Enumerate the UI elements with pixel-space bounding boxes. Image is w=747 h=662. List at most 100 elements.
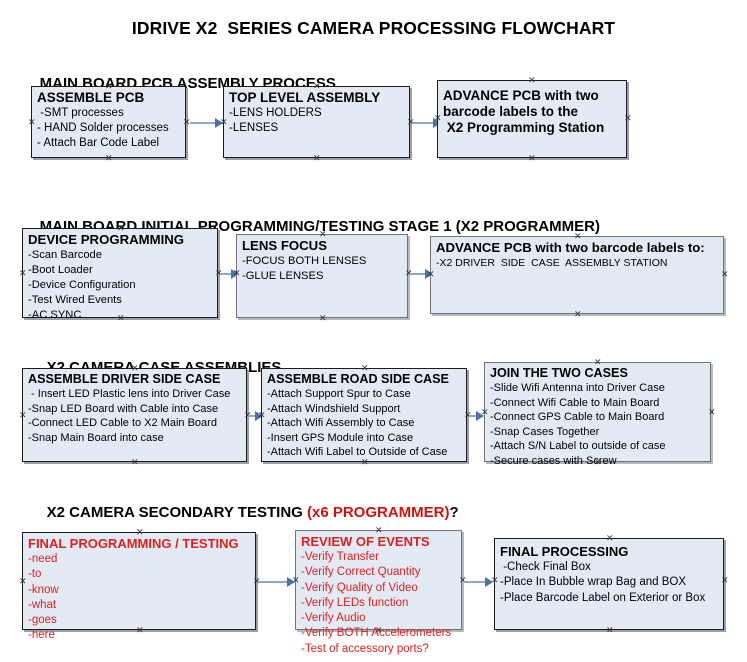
box-advance-pcb-driver-side[interactable]: ADVANCE PCB with two barcode labels to: … [430,236,724,314]
box-line: -Slide Wifi Antenna into Driver Case [490,382,665,394]
box-final-processing[interactable]: FINAL PROCESSING -Check Final Box -Place… [494,538,724,630]
box-line: -Place Barcode Label on Exterior or Box [500,591,706,604]
box-line-overflow: -Test of accessory ports? [301,642,429,655]
box-line: -X2 DRIVER SIDE CASE ASSEMBLY STATION [436,257,668,269]
box-advance-pcb-driver-side-content: ADVANCE PCB with two barcode labels to: … [436,240,721,271]
arrow-shaft [410,273,432,275]
box-line: -Attach Wifi Label to Outside of Case [267,446,448,458]
section-heading-4-text: X2 CAMERA SECONDARY TESTING [46,504,307,521]
box-device-programming[interactable]: DEVICE PROGRAMMING -Scan Barcode -Boot L… [22,228,218,321]
box-assemble-driver-side-case-content: ASSEMBLE DRIVER SIDE CASE - Insert LED P… [28,372,244,445]
box-title: FINAL PROGRAMMING / TESTING [28,536,239,551]
box-final-processing-content: FINAL PROCESSING -Check Final Box -Place… [500,544,721,606]
box-line: -GLUE LENSES [242,270,324,282]
box-line: -Attach Windshield Support [267,402,401,415]
box-line: - Insert LED Plastic lens into Driver Ca… [28,388,231,400]
arrow-shaft [220,273,238,275]
box-top-level-assembly-content: TOP LEVEL ASSEMBLY -LENS HOLDERS -LENSES [229,90,407,136]
arrow-connector [190,118,223,128]
box-title: LENS FOCUS [242,238,327,253]
box-line: -Snap Main Board into case [28,431,164,444]
box-line: -Place In Bubble wrap Bag and BOX [500,576,687,589]
box-top-level-assembly[interactable]: TOP LEVEL ASSEMBLY -LENS HOLDERS -LENSES [223,86,410,158]
page-title: IDRIVE X2 SERIES CAMERA PROCESSING FLOWC… [131,18,616,38]
box-line: X2 Programming Station [443,120,605,135]
arrow-connector [410,269,433,279]
box-line: -what [28,598,57,611]
box-assemble-pcb[interactable]: ASSEMBLE PCB -SMT processes - HAND Solde… [31,86,186,158]
box-advance-pcb-station-content: ADVANCE PCB with two barcode labels to t… [443,88,624,136]
box-line: -Verify Quality of Video [301,581,418,594]
box-lens-focus[interactable]: LENS FOCUS -FOCUS BOTH LENSES -GLUE LENS… [236,234,408,318]
arrow-shaft [258,581,294,583]
box-title: REVIEW OF EVENTS [301,534,430,549]
arrow-head-icon [425,269,433,279]
box-assemble-road-side-case-content: ASSEMBLE ROAD SIDE CASE -Attach Support … [267,372,464,460]
box-line: -Attach Support Spur to Case [267,388,411,400]
box-line: -LENS HOLDERS [229,107,322,119]
box-line: -know [28,583,59,596]
arrow-head-icon [215,118,223,128]
arrow-head-icon [485,577,493,587]
box-line: -Check Final Box [500,561,591,573]
arrow-shaft [464,581,492,583]
box-line: -need [28,553,58,565]
arrow-shaft [190,122,222,124]
arrow-head-icon [255,411,263,421]
box-line: -Secure cases with Screw [490,454,617,467]
box-line: -Scan Barcode [28,249,103,261]
box-line: -Snap Cases Together [490,425,600,438]
box-advance-pcb-station[interactable]: ADVANCE PCB with two barcode labels to t… [437,80,627,158]
arrow-connector [248,411,263,421]
box-line: -here [28,629,55,642]
box-line: -Verify BOTH Accelerometers [301,627,452,640]
box-final-programming-testing-content: FINAL PROGRAMMING / TESTING -need -to -k… [28,536,253,644]
box-line: -goes [28,614,57,627]
arrow-connector [258,577,295,587]
box-line: -FOCUS BOTH LENSES [242,255,367,267]
box-lens-focus-content: LENS FOCUS -FOCUS BOTH LENSES -GLUE LENS… [242,238,405,284]
box-line: -Verify LEDs function [301,596,409,609]
box-line: -Device Configuration [28,279,136,291]
box-title: ASSEMBLE ROAD SIDE CASE [267,372,449,386]
box-line: -LENSES [229,122,279,134]
box-line: -Verify Transfer [301,551,379,563]
box-line: -SMT processes [37,107,124,119]
box-join-the-two-cases-content: JOIN THE TWO CASES -Slide Wifi Antenna i… [490,366,708,468]
box-line: - Attach Bar Code Label [37,137,160,149]
arrow-head-icon [231,269,239,279]
box-title: FINAL PROCESSING [500,544,629,559]
box-line: -Boot Loader [28,264,93,276]
box-final-programming-testing[interactable]: FINAL PROGRAMMING / TESTING -need -to -k… [22,532,256,641]
box-line: -Attach S/N Label to outside of case [490,440,666,452]
box-line: -Snap LED Board with Cable into Case [28,402,219,415]
box-title: ASSEMBLE DRIVER SIDE CASE [28,372,221,386]
box-title: ASSEMBLE PCB [37,90,145,105]
arrow-connector [469,411,484,421]
box-assemble-driver-side-case[interactable]: ASSEMBLE DRIVER SIDE CASE - Insert LED P… [22,368,247,462]
box-line: -Connect GPS Cable to Main Board [490,411,665,423]
box-assemble-road-side-case[interactable]: ASSEMBLE ROAD SIDE CASE -Attach Support … [261,368,467,462]
box-title: ADVANCE PCB with two barcode labels to: [436,240,705,255]
box-title: JOIN THE TWO CASES [490,366,628,380]
box-line: -Connect LED Cable to X2 Main Board [28,417,217,429]
box-line: -Insert GPS Module into Case [267,431,414,444]
box-line: -Verify Audio [301,612,366,625]
section-heading-4-tail: ? [449,504,459,521]
arrow-connector [412,118,441,128]
box-line: -Verify Correct Quantity [301,566,421,579]
arrow-connector [220,269,239,279]
box-review-of-events[interactable]: REVIEW OF EVENTS -Verify Transfer -Verif… [295,530,462,655]
box-line: -Test Wired Events [28,294,122,306]
arrow-connector [464,577,493,587]
box-line: -AC SYNC [28,309,82,321]
box-line: -Attach Wifi Assembly to Case [267,417,415,429]
section-heading-4: X2 CAMERA SECONDARY TESTING (x6 PROGRAMM… [30,487,459,538]
box-title: DEVICE PROGRAMMING [28,232,185,247]
section-heading-4-red: (x6 PROGRAMMER) [306,504,450,521]
box-join-the-two-cases[interactable]: JOIN THE TWO CASES -Slide Wifi Antenna i… [484,362,711,467]
arrow-head-icon [287,577,295,587]
box-line: barcode labels to the [443,104,579,119]
box-line: - HAND Solder processes [37,122,169,134]
